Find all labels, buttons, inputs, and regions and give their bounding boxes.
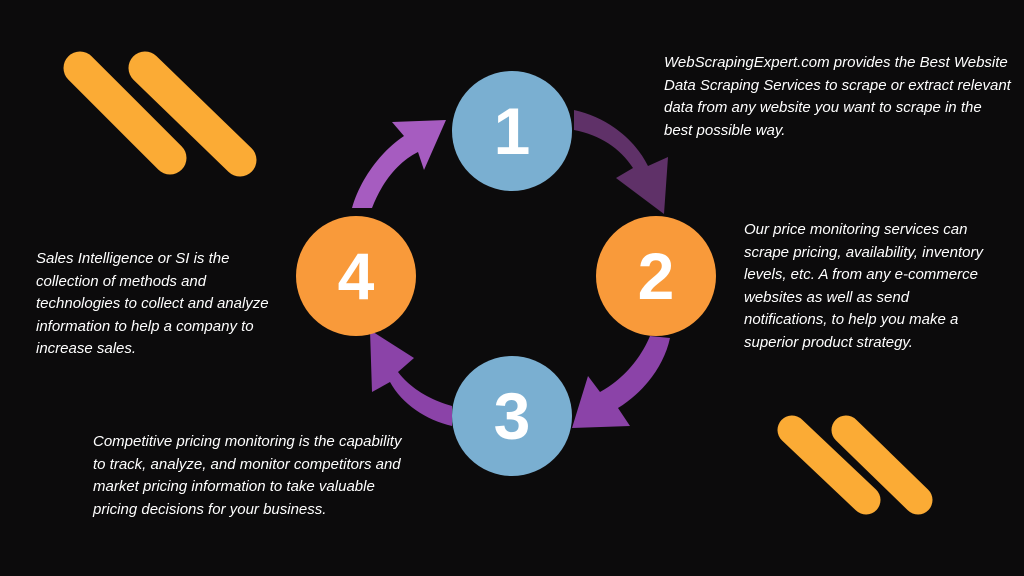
- stripe-top-left-2: [128, 51, 257, 177]
- step-4-number: 4: [337, 239, 375, 313]
- step-2-number: 2: [637, 239, 675, 313]
- step-2-circle: 2: [596, 216, 716, 336]
- step-3-description: Competitive pricing monitoring is the ca…: [93, 433, 402, 518]
- step-1-number: 1: [493, 94, 531, 168]
- arrow-icon: [574, 110, 668, 214]
- step-3-circle: 3: [452, 356, 572, 476]
- arrow-icon: [352, 120, 446, 208]
- stripe-bottom-right-1: [777, 415, 881, 515]
- stripe-bottom-right-2: [831, 415, 933, 515]
- arrow-icon: [370, 330, 452, 426]
- step-4-circle: 4: [296, 216, 416, 336]
- arrow-icon: [572, 336, 670, 428]
- step-1-description: WebScrapingExpert.com provides the Best …: [664, 54, 1011, 139]
- step-1-circle: 1: [452, 71, 572, 191]
- stripe-top-left-1: [63, 51, 187, 175]
- step-2-description: Our price monitoring services can scrape…: [744, 221, 983, 351]
- step-3-number: 3: [493, 379, 531, 453]
- step-4-description: Sales Intelligence or SI is the collecti…: [36, 250, 269, 357]
